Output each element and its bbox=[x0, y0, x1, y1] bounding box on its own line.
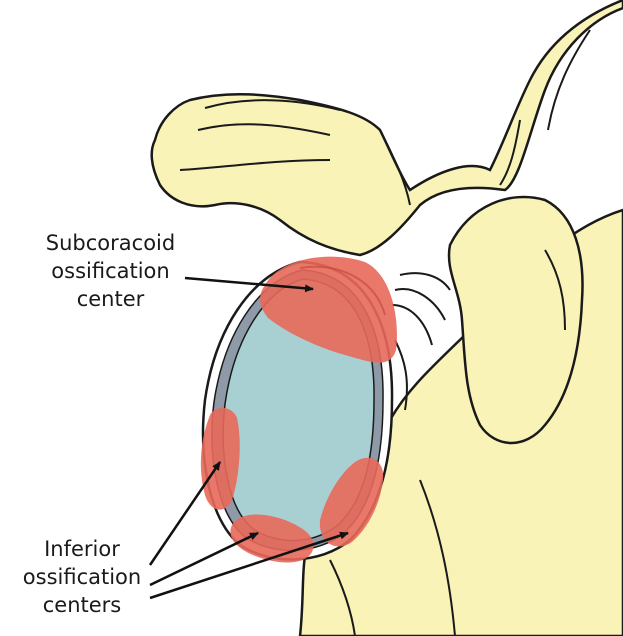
inferior-label-line-3: centers bbox=[2, 591, 162, 619]
subcoracoid-label-line-3: center bbox=[18, 285, 203, 313]
inferior-label: Inferior ossification centers bbox=[2, 535, 162, 619]
subcoracoid-label-line-2: ossification bbox=[18, 257, 203, 285]
subcoracoid-label: Subcoracoid ossification center bbox=[18, 229, 203, 313]
subcoracoid-label-line-1: Subcoracoid bbox=[18, 229, 203, 257]
inferior-label-line-1: Inferior bbox=[2, 535, 162, 563]
inferior-label-line-2: ossification bbox=[2, 563, 162, 591]
